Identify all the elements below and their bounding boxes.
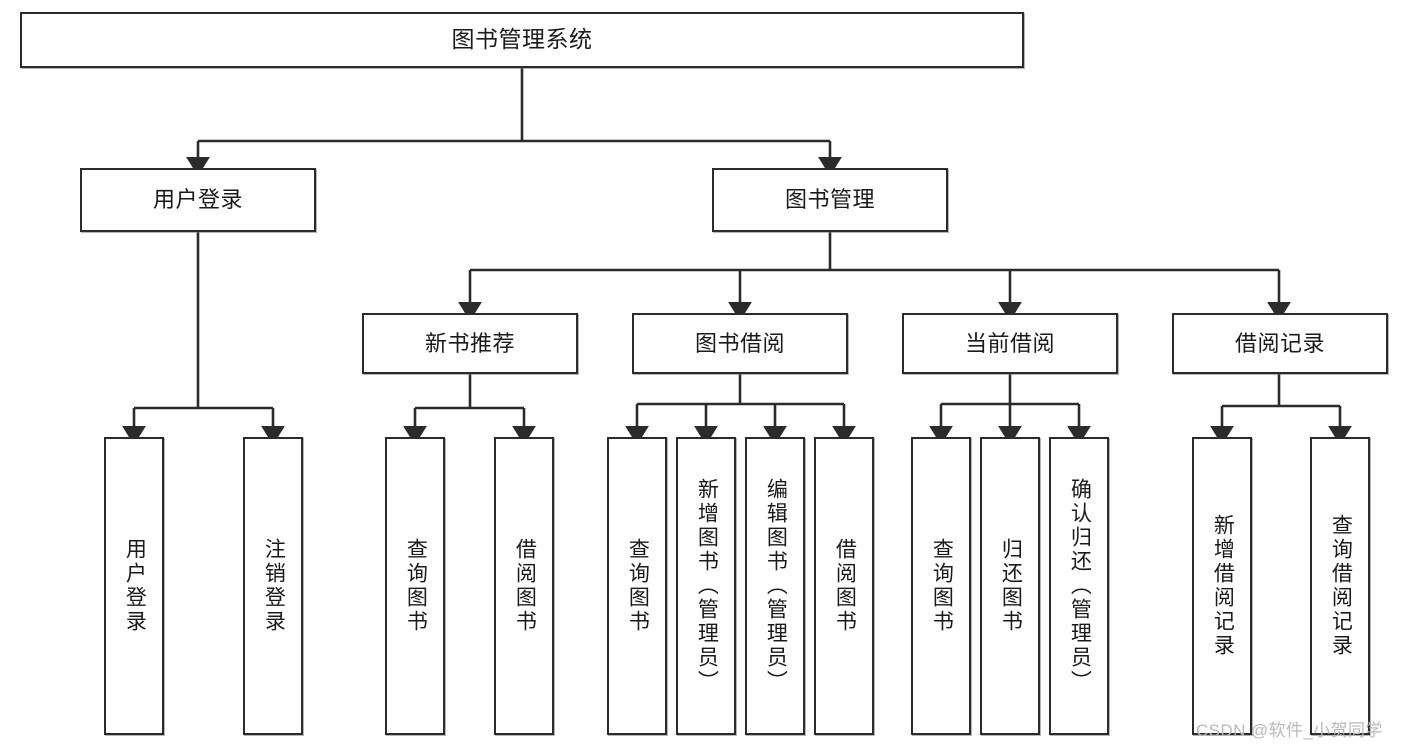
node-label: 归还图书	[999, 538, 1023, 634]
node-label: 查询借阅记录	[1329, 514, 1353, 658]
node-label: 查询图书	[626, 538, 650, 634]
node-label: 当前借阅	[964, 330, 1055, 356]
leaf-borrow-book-recommend[interactable]: 借阅图书	[494, 437, 554, 735]
leaf-return-book[interactable]: 归还图书	[980, 437, 1040, 735]
node-root-system[interactable]: 图书管理系统	[20, 12, 1024, 68]
leaf-borrow-book[interactable]: 借阅图书	[814, 437, 874, 735]
node-label: 借阅图书	[833, 538, 857, 634]
node-label: 查询图书	[404, 538, 428, 634]
node-label: 查询图书	[930, 538, 954, 634]
node-book-management[interactable]: 图书管理	[712, 168, 948, 232]
leaf-edit-book-admin[interactable]: 编辑图书（管理员）	[745, 437, 805, 735]
node-label: 借阅图书	[513, 538, 537, 634]
node-current-borrow[interactable]: 当前借阅	[902, 313, 1118, 374]
node-label: 用户登录	[123, 538, 147, 634]
watermark-csdn: CSDN @软件_小贺同学	[1196, 721, 1383, 740]
node-label: 注销登录	[262, 538, 286, 634]
node-label: 新增图书（管理员）	[695, 478, 719, 694]
leaf-query-book-borrow[interactable]: 查询图书	[607, 437, 667, 735]
leaf-query-book-current[interactable]: 查询图书	[911, 437, 971, 735]
leaf-add-book-admin[interactable]: 新增图书（管理员）	[676, 437, 736, 735]
node-label: 编辑图书（管理员）	[764, 478, 788, 694]
node-book-borrow[interactable]: 图书借阅	[632, 313, 848, 374]
node-new-book-recommend[interactable]: 新书推荐	[362, 313, 578, 374]
node-label: 用户登录	[152, 187, 243, 213]
node-label: 图书借阅	[694, 330, 785, 356]
leaf-query-book-recommend[interactable]: 查询图书	[385, 437, 445, 735]
leaf-query-borrow-record[interactable]: 查询借阅记录	[1310, 437, 1370, 735]
node-label: 新增借阅记录	[1211, 514, 1235, 658]
node-borrow-record[interactable]: 借阅记录	[1172, 313, 1388, 374]
leaf-add-borrow-record[interactable]: 新增借阅记录	[1192, 437, 1252, 735]
leaf-user-login[interactable]: 用户登录	[104, 437, 164, 735]
leaf-confirm-return-admin[interactable]: 确认归还（管理员）	[1049, 437, 1109, 735]
node-user-login[interactable]: 用户登录	[80, 168, 316, 232]
node-label: 确认归还（管理员）	[1068, 478, 1092, 694]
node-label: 借阅记录	[1234, 330, 1325, 356]
node-label: 图书管理	[784, 187, 875, 213]
leaf-logout[interactable]: 注销登录	[243, 437, 303, 735]
node-label: 新书推荐	[424, 330, 515, 356]
node-label: 图书管理系统	[451, 26, 593, 53]
